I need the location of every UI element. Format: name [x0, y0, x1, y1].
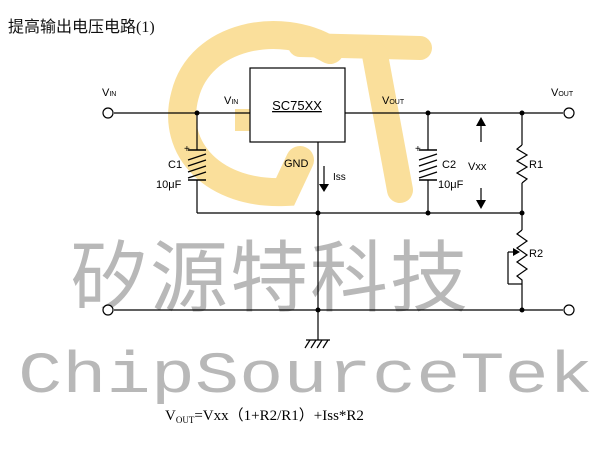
- vout-terminal-label: VOUT: [551, 87, 574, 99]
- vin-terminal-label: VIN: [102, 87, 116, 99]
- chinese-watermark: 矽源特科技: [70, 235, 470, 322]
- vin-terminal: [102, 107, 114, 119]
- resistor-r2: [515, 229, 529, 290]
- c1-plus-sign: +: [184, 144, 190, 155]
- c2-value-label: 10μF: [438, 179, 464, 191]
- junction-dots: [194, 110, 525, 313]
- wires: [114, 112, 563, 340]
- chip-gnd-label: GND: [284, 158, 309, 170]
- formula-v: V: [165, 408, 176, 424]
- c1-name-label: C1: [168, 159, 182, 171]
- gnd-terminal-right: [563, 304, 575, 316]
- capacitor-c2: +: [415, 144, 438, 181]
- gt-logo-watermark: [168, 21, 432, 207]
- iss-arrow: [319, 166, 329, 192]
- english-watermark: ChipSourceTek: [18, 345, 593, 410]
- r1-label: R1: [529, 159, 543, 171]
- page-title: 提高输出电压电路(1): [8, 18, 155, 36]
- formula-out-subscript: OUT: [176, 415, 195, 425]
- iss-label: Iss: [333, 172, 346, 183]
- regulator-chip: [249, 67, 346, 143]
- r2-label: R2: [529, 248, 543, 260]
- c1-value-label: 10μF: [156, 179, 182, 191]
- gnd-terminal-left: [102, 304, 114, 316]
- chip-name: SC75XX: [272, 98, 322, 113]
- svg-text:VOUT=Vxx（1+R2/R1）+Iss*R2: VOUT=Vxx（1+R2/R1）+Iss*R2: [165, 407, 364, 425]
- resistor-r1: [515, 144, 529, 184]
- c2-name-label: C2: [442, 159, 456, 171]
- vxx-label: Vxx: [468, 161, 487, 173]
- chip-vin-pin-label: VIN: [224, 95, 238, 107]
- ground-symbol: [304, 339, 330, 349]
- vxx-arrows: [476, 117, 486, 209]
- formula: VOUT=Vxx（1+R2/R1）+Iss*R2: [165, 407, 364, 425]
- capacitor-c1: +: [184, 144, 207, 181]
- vout-terminal: [563, 107, 575, 119]
- formula-rhs: =Vxx（1+R2/R1）+Iss*R2: [194, 407, 364, 424]
- c2-plus-sign: +: [415, 144, 421, 155]
- r2-wiper-arrow: [508, 248, 520, 256]
